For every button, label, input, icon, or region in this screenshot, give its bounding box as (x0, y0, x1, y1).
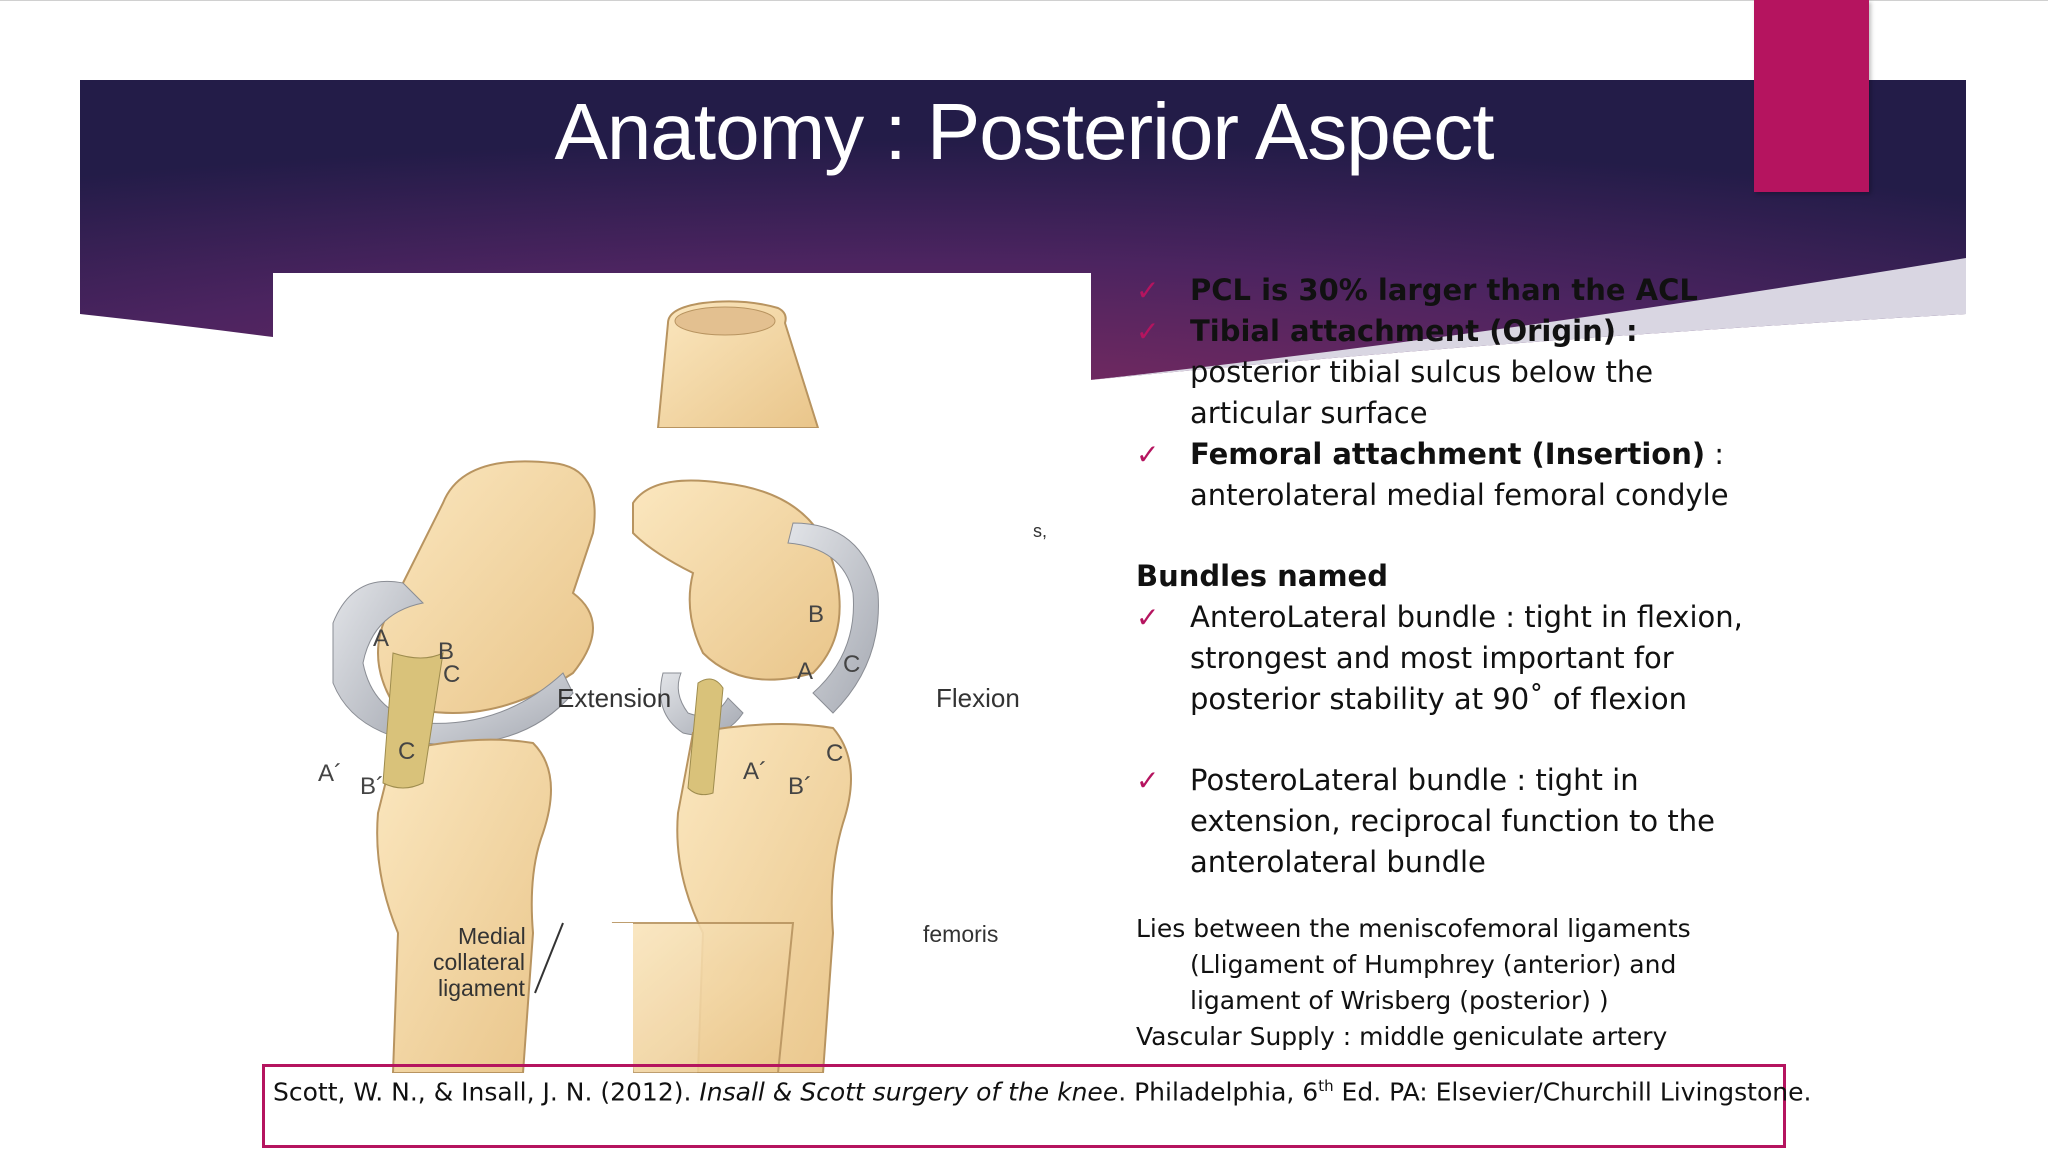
bullet-text: posterior tibial sulcus below the articu… (1190, 355, 1654, 430)
flexion-label: Flexion (936, 683, 1020, 713)
bullet-pcl-size: ✓ PCL is 30% larger than the ACL (1136, 270, 1756, 311)
bullet-text: PosteroLateral bundle : tight in extensi… (1190, 763, 1715, 879)
meniscofemoral-note: Lies between the meniscofemoral ligament… (1136, 911, 1756, 1055)
letter-b-flexion: B (808, 601, 825, 628)
letter-b-prime-flexion: B´ (788, 773, 812, 800)
letter-c-extension-upper: C (443, 661, 461, 688)
bullet-bold-text: Tibial attachment (Origin) : (1190, 314, 1638, 348)
letter-c-extension-lower: C (398, 738, 416, 765)
stray-mark: s, (1033, 521, 1048, 541)
citation-mid: . Philadelphia, 6 (1118, 1077, 1319, 1107)
letter-b-extension: B (438, 638, 455, 665)
bullet-text: AnteroLateral bundle : tight in flexion,… (1190, 600, 1743, 716)
citation-superscript: th (1318, 1077, 1334, 1095)
spacer (1136, 720, 1756, 760)
citation-box: Scott, W. N., & Insall, J. N. (2012). In… (262, 1064, 1811, 1148)
knee-figure: Extension Flexion Medial collateral liga… (273, 273, 1091, 1073)
letter-a-flexion: A (797, 658, 814, 685)
collateral-label: collateral (433, 949, 526, 975)
bullet-tibial-attachment: ✓ Tibial attachment (Origin) : posterior… (1136, 311, 1756, 434)
check-icon: ✓ (1136, 438, 1160, 471)
letter-c-flexion-upper: C (843, 651, 861, 678)
slide-title: Anatomy : Posterior Aspect (554, 87, 1495, 176)
check-icon: ✓ (1136, 315, 1160, 348)
letter-a-prime-flexion: A´ (743, 758, 767, 785)
check-icon: ✓ (1136, 601, 1160, 634)
letter-b-prime-extension: B´ (360, 773, 384, 800)
lies-between-text: Lies between the meniscofemoral ligament… (1136, 914, 1691, 943)
vascular-supply-text: Vascular Supply : middle geniculate arte… (1136, 1022, 1668, 1051)
letter-a-extension: A (373, 625, 390, 652)
medial-label: Medial (458, 923, 526, 949)
citation-prefix: Scott, W. N., & Insall, J. N. (2012). (273, 1077, 700, 1107)
bullet-femoral-attachment: ✓ Femoral attachment (Insertion) : anter… (1136, 434, 1756, 516)
check-icon: ✓ (1136, 764, 1160, 797)
citation-suffix: Ed. PA: Elsevier/Churchill Livingstone. (1333, 1077, 1812, 1107)
femoris-label: femoris (923, 921, 999, 947)
bullet-anterolateral-bundle: ✓ AnteroLateral bundle : tight in flexio… (1136, 597, 1756, 720)
content-text: ✓ PCL is 30% larger than the ACL ✓ Tibia… (1136, 270, 1756, 1055)
bullet-text: : anterolateral medial femoral condyle (1190, 437, 1729, 512)
top-rule (0, 0, 2048, 1)
extension-label: Extension (557, 683, 672, 713)
letter-c-flexion-lower: C (826, 740, 844, 767)
bundles-heading: Bundles named (1136, 559, 1388, 593)
humphrey-text: (Lligament of Humphrey (anterior) and (1190, 950, 1677, 979)
spacer (1136, 883, 1756, 911)
bullet-bold-text: Femoral attachment (Insertion) (1190, 437, 1706, 471)
letter-a-prime-extension: A´ (318, 760, 342, 787)
wrisberg-text: ligament of Wrisberg (posterior) ) (1190, 986, 1609, 1015)
check-icon: ✓ (1136, 274, 1160, 307)
citation-book-title: Insall & Scott surgery of the knee (699, 1077, 1119, 1107)
knee-illustration (332, 300, 879, 1073)
ligament-label: ligament (438, 975, 525, 1001)
accent-tab (1754, 0, 1869, 192)
bullet-bold-text: PCL is 30% larger than the ACL (1190, 273, 1698, 307)
bullet-posterolateral-bundle: ✓ PosteroLateral bundle : tight in exten… (1136, 760, 1756, 883)
title-banner (80, 80, 1966, 380)
